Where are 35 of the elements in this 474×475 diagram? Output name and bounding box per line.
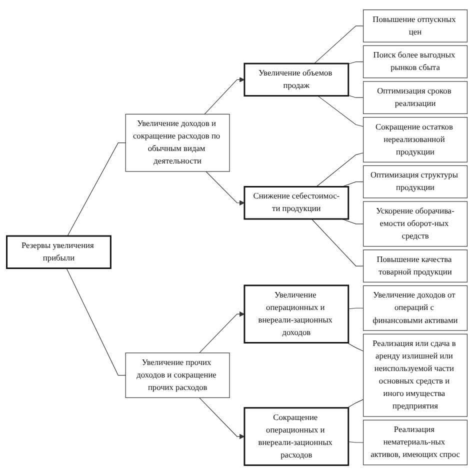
connector	[348, 95, 364, 98]
arrow	[199, 397, 245, 440]
connector	[317, 96, 364, 127]
connector	[316, 152, 364, 188]
node-box: Оптимизация структуры продукции	[363, 165, 468, 198]
node-box: Снижение себестоимос-ти продукции	[244, 186, 350, 220]
node-box: Сокращение операционных и внереали-зационных расходов	[244, 407, 350, 466]
node-box: Увеличение доходов от операций с финансовыми активами	[363, 285, 468, 331]
node-box: Оптимизация сроков реализации	[363, 81, 468, 114]
connector	[348, 441, 364, 443]
connector	[346, 342, 364, 352]
connector	[348, 308, 364, 310]
node-box: Увеличение доходов и сокращение расходов по обычным видам деятельности	[125, 114, 230, 172]
connector	[67, 142, 126, 236]
connector	[66, 268, 126, 376]
node-box: Реализация или сдача в аренду излишней или неиспользуемой части основных средств и иного имущества предприятия	[363, 334, 468, 417]
connector	[346, 399, 364, 408]
node-box: Повышение качества товарной продукции	[363, 250, 468, 282]
arrow	[204, 77, 245, 114]
node-box: Увеличение объемов продаж	[244, 62, 350, 97]
node-box: Увеличение операционных и внереали-зационных доходов	[244, 284, 350, 344]
connector	[311, 218, 364, 266]
connector	[342, 218, 364, 224]
node-box: Повышение отпускных цен	[363, 10, 468, 42]
connector	[348, 61, 364, 64]
arrow	[206, 171, 245, 206]
arrow	[199, 311, 245, 354]
node-box: Резервы увеличения прибыли	[6, 235, 112, 269]
node-box: Увеличение прочих доходов и сокращение прочих расходов	[125, 352, 230, 398]
connector	[342, 182, 364, 188]
node-box: Поиск более выгодных рынков сбыта	[363, 45, 468, 78]
node-box: Реализация нематериаль-ных активов, имеющих спрос	[363, 420, 468, 466]
connector	[314, 26, 364, 64]
node-box: Ускорение оборачива-емости оборот-ных средств	[363, 201, 468, 247]
node-box: Сокращение остатков нереализованной продукции	[363, 117, 468, 162]
